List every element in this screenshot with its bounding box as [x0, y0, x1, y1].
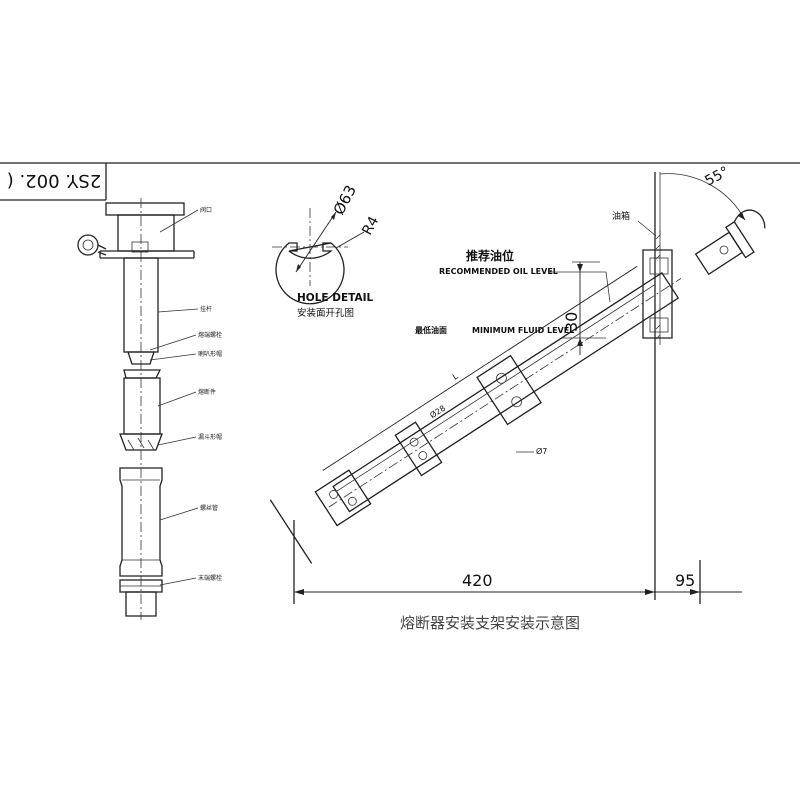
offset-30: 30 — [562, 312, 581, 332]
fuse-head — [694, 209, 766, 276]
callout-fuse-element: 熔断件 — [198, 388, 216, 396]
angle-label: 55° — [702, 164, 731, 190]
tube-length: L — [451, 371, 460, 381]
title-block-code: 2SY. 002. ( — [7, 170, 102, 191]
hole-detail-title: HOLE DETAIL — [297, 292, 374, 304]
fuse-element — [123, 377, 161, 435]
dim-420: 420 — [462, 571, 493, 590]
recommended-cn: 推荐油位 — [466, 248, 514, 263]
tank-flange — [642, 249, 673, 339]
callout-bell-cap: 喇叭形帽 — [198, 350, 222, 358]
figure-caption: 熔断器安装支架安装示意图 — [400, 614, 580, 632]
install-view: 55° 油箱 L Ø28 Ø7 — [269, 164, 766, 632]
top-cap — [105, 202, 185, 216]
callout-funnel-cap: 漏斗形帽 — [198, 433, 222, 441]
clamp-upper — [476, 354, 542, 426]
callout-rod: 挂杆 — [200, 305, 212, 313]
minimum-en: MINIMUM FLUID LEVEL — [472, 326, 574, 335]
dim-95: 95 — [675, 571, 695, 590]
bolt-diameter: Ø7 — [536, 446, 547, 456]
callout-fuse-bolt: 熔端螺栓 — [198, 331, 222, 339]
hole-detail: Ø63 R4 HOLE DETAIL 安装面开孔图 — [272, 182, 382, 319]
clamp-middle — [394, 421, 443, 477]
left-assembly: 阀口 挂杆 熔端螺栓 喇叭形帽 熔断件 漏斗形帽 螺丝管 末端螺栓 — [77, 198, 222, 620]
hole-radius: R4 — [359, 214, 382, 238]
callout-valve: 阀口 — [200, 206, 212, 214]
end-fitting — [314, 469, 372, 527]
screw-tube — [119, 467, 163, 577]
recommended-en: RECOMMENDED OIL LEVEL — [439, 267, 558, 276]
callout-screw-tube: 螺丝管 — [200, 504, 218, 512]
minimum-cn: 最低油面 — [415, 325, 447, 335]
hole-detail-subtitle: 安装面开孔图 — [297, 307, 354, 319]
tank-label: 油箱 — [612, 210, 630, 222]
hole-diameter: Ø63 — [330, 182, 360, 218]
callout-end-bolt: 末端螺栓 — [198, 574, 222, 582]
hole-outline — [275, 242, 345, 305]
tube-diameter: Ø28 — [428, 403, 447, 420]
hanging-ring — [77, 234, 99, 256]
